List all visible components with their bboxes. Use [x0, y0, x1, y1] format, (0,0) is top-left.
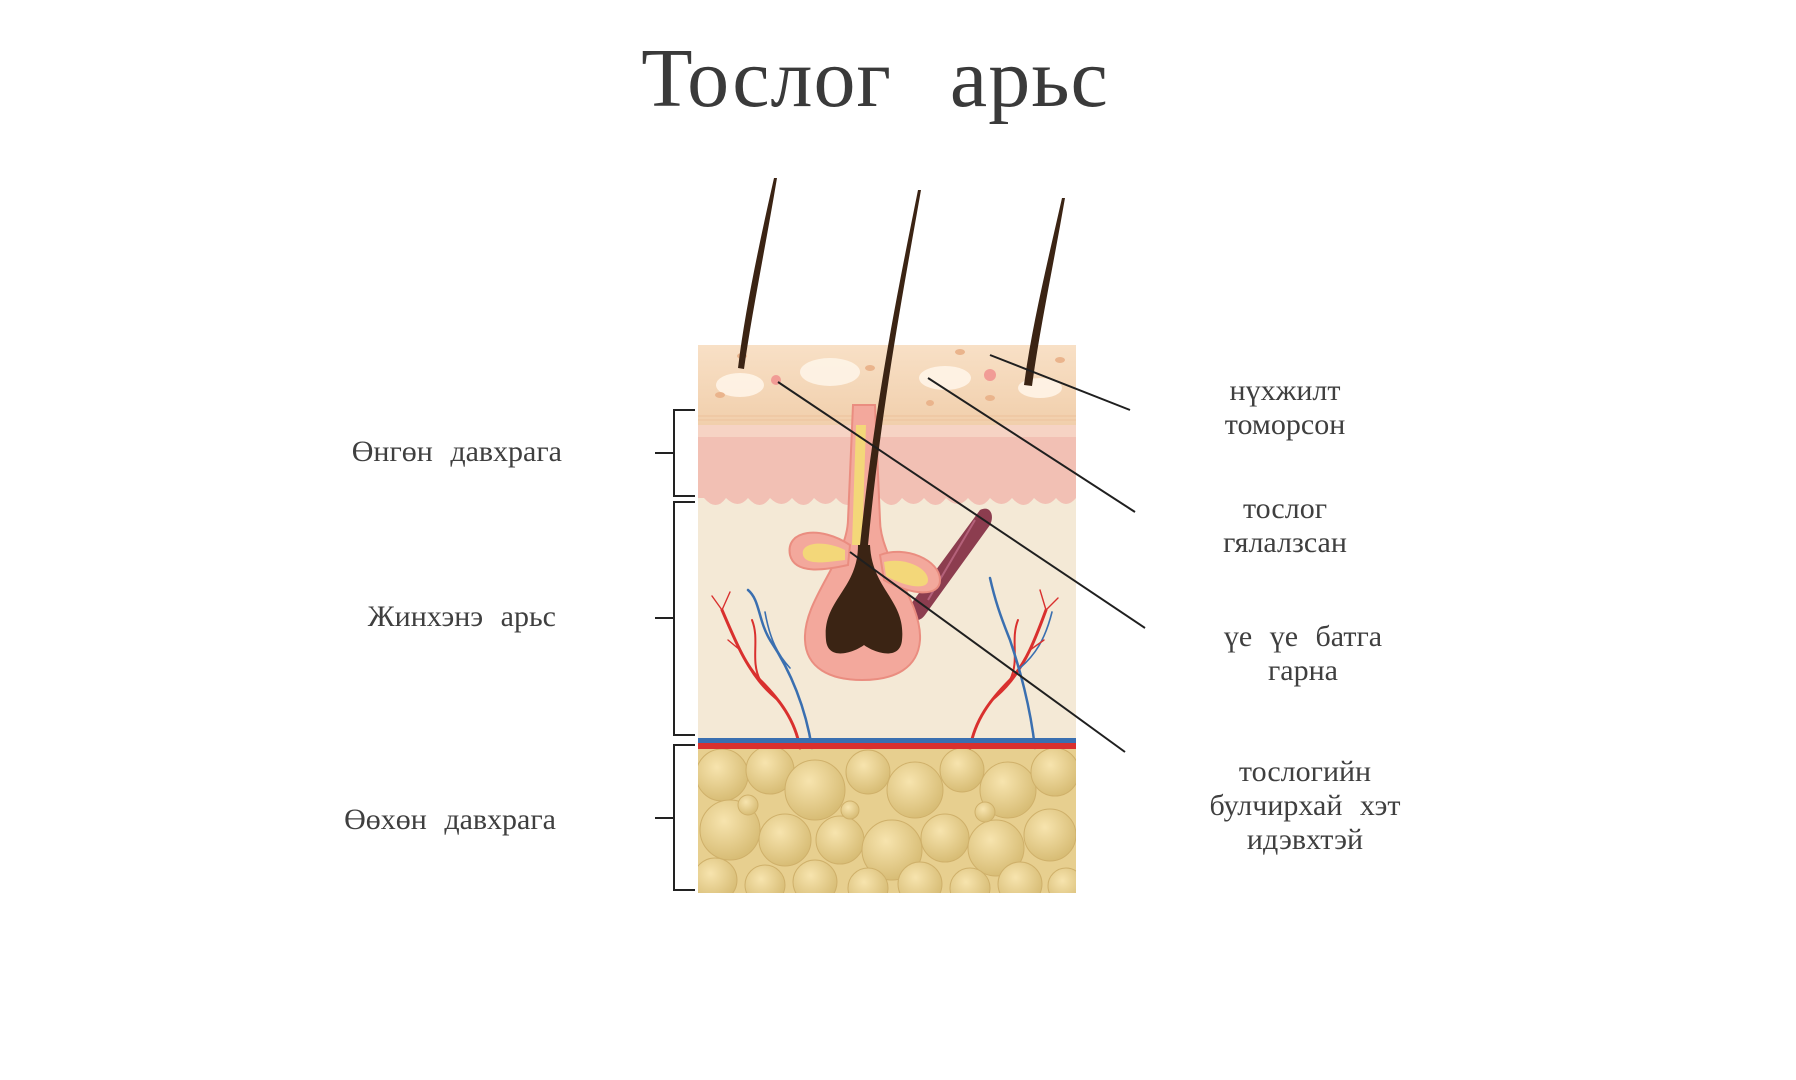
callout-lines: [777, 354, 1146, 753]
hair-center: [860, 190, 921, 545]
artery-band: [698, 743, 1076, 749]
sebaceous-gland: [788, 425, 942, 594]
callout-oily-line1: тослог: [1242, 492, 1328, 525]
callout-pores-line2: томорсон: [1224, 408, 1346, 441]
vein-band: [698, 738, 1076, 743]
callout-line-gland: [849, 551, 1126, 753]
callout-line-pores: [989, 354, 1131, 411]
surface-texture: [716, 358, 1062, 398]
fat-cells: [698, 745, 1076, 893]
callout-gland-line1: тослогийн: [1238, 755, 1372, 788]
bracket-fat: [655, 744, 695, 891]
callout-acne-line2: гарна: [1268, 654, 1338, 687]
hair-right: [1024, 198, 1065, 386]
callout-line-oily: [927, 377, 1136, 513]
hair-bulb: [825, 545, 903, 654]
callout-gland-line2: булчирхай хэт: [1209, 789, 1401, 822]
epidermis-layer: [698, 425, 1076, 505]
bracket-epidermis: [655, 409, 695, 497]
callout-gland-line3: идэвхтэй: [1246, 823, 1364, 856]
callout-pores-line1: нүхжилт: [1229, 374, 1341, 407]
bracket-dermis: [655, 501, 695, 736]
layer-label-fat: Өөхөн давхрага: [344, 803, 556, 836]
callout-oily: тослог гялалзсан: [1125, 492, 1445, 560]
hairs: [738, 178, 1065, 545]
callout-gland: тослогийн булчирхай хэт идэвхтэй: [1150, 755, 1460, 857]
callout-pores: нүхжилт томорсон: [1130, 374, 1440, 442]
blood-vessels: [711, 576, 1059, 750]
layer-label-epidermis: Өнгөн давхрага: [351, 435, 562, 468]
skin-block: [698, 345, 1076, 893]
callout-oily-line2: гялалзсан: [1223, 526, 1347, 559]
callout-acne: үе үе батга гарна: [1148, 620, 1458, 688]
diagram-title: Тослог арьс: [641, 32, 1109, 125]
callout-acne-line1: үе үе батга: [1223, 620, 1383, 653]
layer-label-dermis: Жинхэнэ арьс: [367, 600, 556, 633]
layer-brackets: [655, 409, 695, 891]
callout-line-acne: [777, 381, 1146, 629]
hair-left: [738, 178, 777, 369]
